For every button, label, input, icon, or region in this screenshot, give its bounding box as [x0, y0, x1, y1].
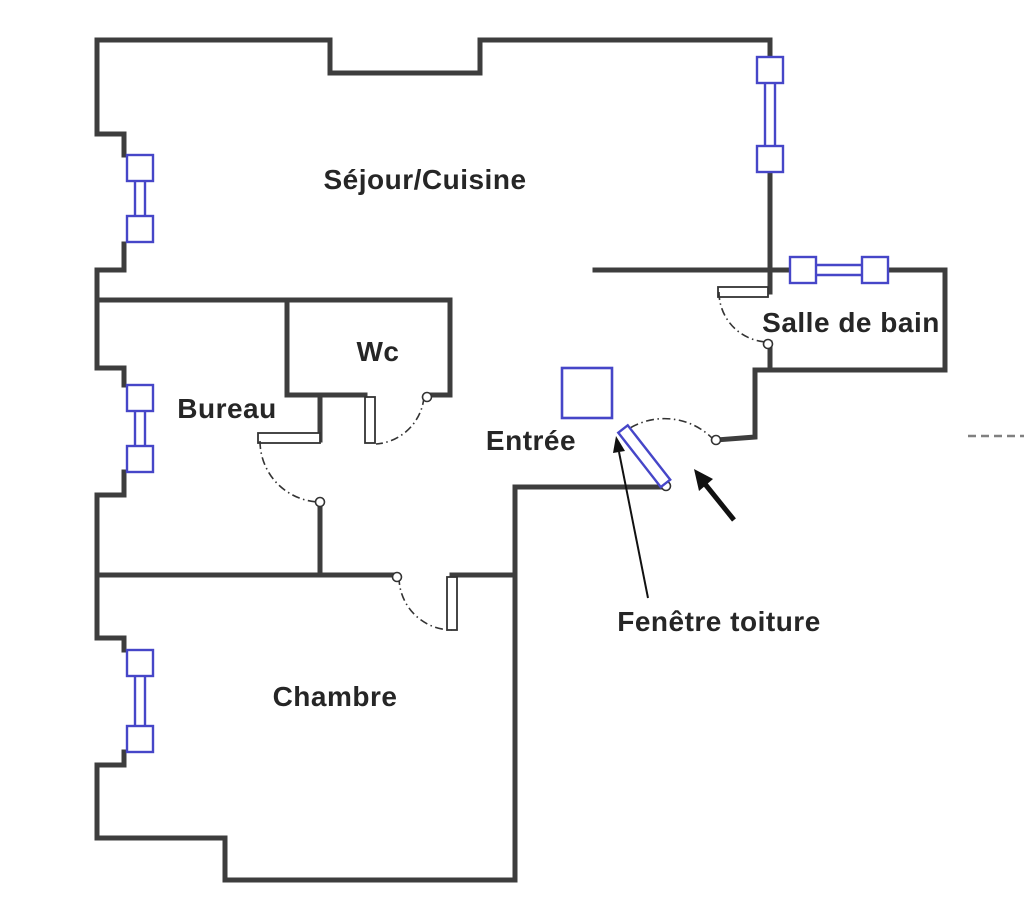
door-arc-bathroom [718, 291, 769, 343]
entrance-arrow-icon [694, 469, 736, 522]
walls [94, 37, 948, 883]
door-leaf-chambre [446, 576, 458, 631]
door-leaf-bureau [257, 432, 321, 444]
window-chambre-icon [125, 648, 155, 754]
wall-bathroom-right [713, 267, 948, 443]
door-arc-chambre [398, 576, 453, 631]
roof-window-arrow-icon [613, 436, 649, 599]
wall-left-mid1 [94, 241, 127, 388]
room-label-wc: Wc [357, 336, 400, 367]
window-bureau-icon [125, 383, 155, 474]
window-sejour-right-icon [755, 55, 785, 174]
room-labels: Séjour/Cuisine Wc Bureau Salle de bain E… [177, 164, 940, 712]
room-label-chambre: Chambre [273, 681, 398, 712]
window-bathroom-icon [788, 255, 890, 285]
wall-left-bottom [94, 484, 668, 883]
door-arc-wc [375, 396, 425, 445]
wall-outer-top [94, 37, 773, 76]
door-arc-bureau [259, 440, 321, 503]
entry-square-icon [560, 366, 614, 420]
windows [125, 55, 890, 754]
door-pivots [314, 338, 774, 583]
annotation-label-fenetre-toiture: Fenêtre toiture [617, 606, 821, 637]
door-leaf-wc [364, 396, 376, 444]
door-leaf-bathroom [717, 286, 769, 298]
room-label-salle-de-bain: Salle de bain [762, 307, 940, 338]
door-arc-entrance [623, 417, 715, 441]
pivot-bathroom [762, 338, 774, 350]
door-arcs [259, 291, 769, 631]
wall-left-mid2 [94, 469, 127, 653]
room-label-sejour-cuisine: Séjour/Cuisine [323, 164, 526, 195]
pivot-chambre [391, 571, 403, 583]
roof-window-leaf-icon [616, 423, 672, 489]
annotation-arrows [613, 436, 736, 599]
pivot-wc [421, 391, 433, 403]
pivot-entrance-right [710, 434, 722, 446]
window-sejour-left-icon [125, 153, 155, 244]
wall-left-top [94, 37, 127, 158]
room-label-entree: Entrée [486, 425, 576, 456]
room-label-bureau: Bureau [177, 393, 276, 424]
pivot-bureau [314, 496, 326, 508]
